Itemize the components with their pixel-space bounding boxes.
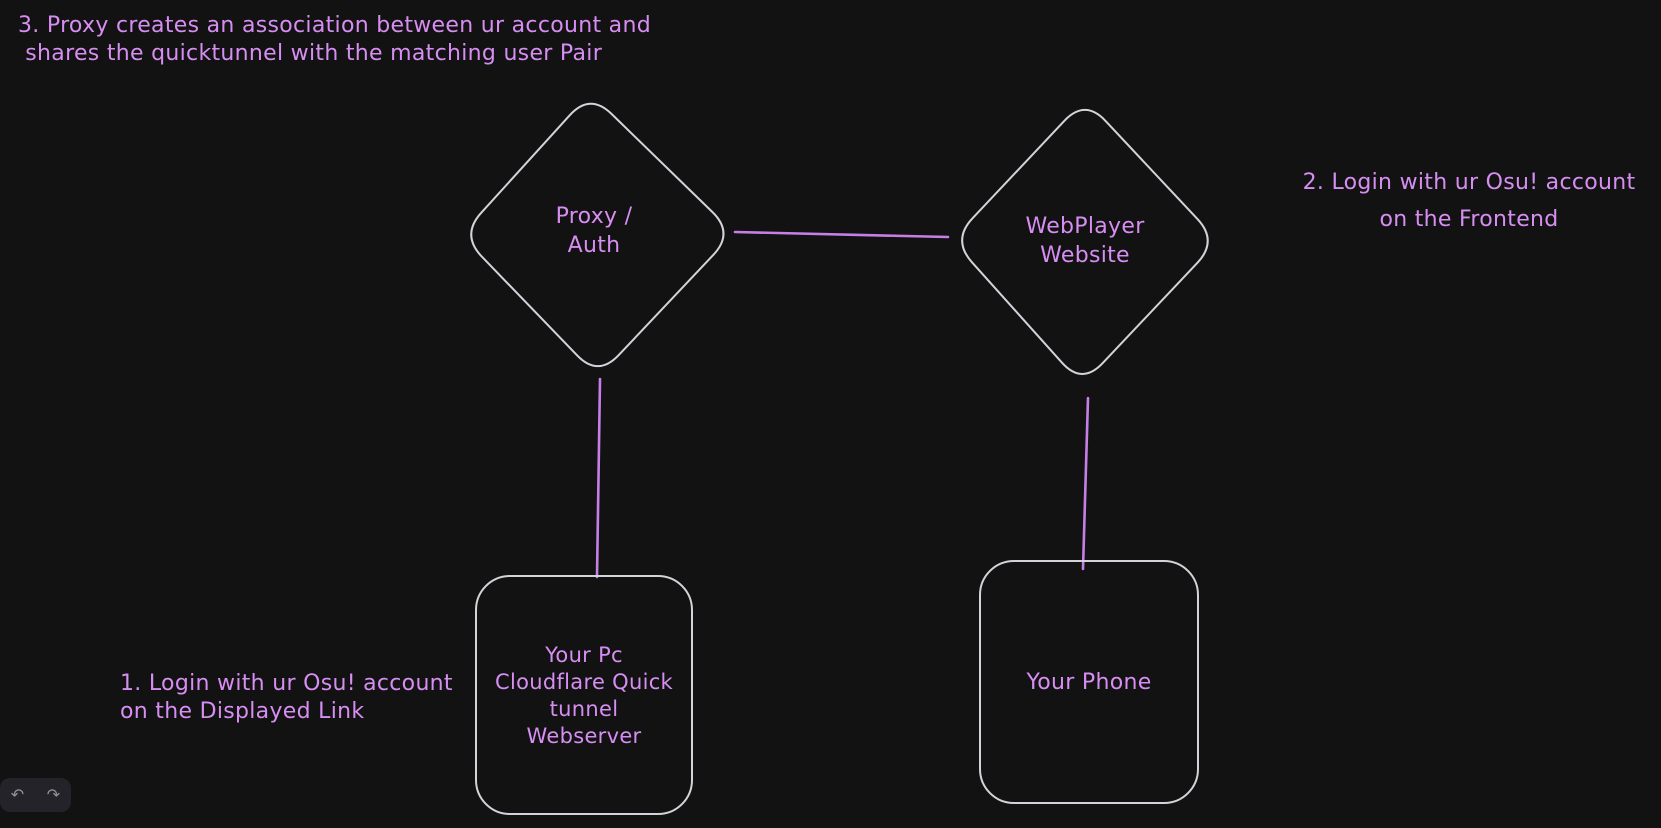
box-pc-quicktunnel-webserver[interactable] [475, 575, 693, 815]
diamond-proxy-auth[interactable] [470, 102, 725, 368]
undo-redo-toolbar: ↶ ↷ [0, 778, 71, 812]
undo-icon: ↶ [10, 785, 25, 804]
redo-icon: ↷ [46, 785, 61, 804]
annotation-step-1[interactable]: 1. Login with ur Osu! account on the Dis… [120, 671, 453, 724]
label-proxy-auth[interactable]: Proxy / Auth [555, 204, 633, 258]
box-your-phone[interactable] [979, 560, 1199, 804]
annotation-step-3[interactable]: 3. Proxy creates an association between … [18, 13, 651, 66]
diamond-webplayer-website[interactable] [961, 108, 1209, 375]
label-webplayer-website[interactable]: WebPlayer Website [1025, 214, 1145, 268]
edge-proxy-to-webplayer[interactable] [733, 230, 950, 239]
undo-button[interactable]: ↶ [5, 782, 31, 808]
redo-button[interactable]: ↷ [41, 782, 67, 808]
edge-webplayer-to-phone[interactable] [1081, 396, 1090, 571]
edge-proxy-to-pc[interactable] [595, 377, 602, 579]
label-pc-quicktunnel-webserver[interactable]: Your Pc Cloudflare Quick tunnel Webserve… [494, 643, 674, 748]
annotation-step-2[interactable]: 2. Login with ur Osu! account on the Fro… [1302, 170, 1636, 232]
label-your-phone[interactable]: Your Phone [1026, 670, 1152, 695]
